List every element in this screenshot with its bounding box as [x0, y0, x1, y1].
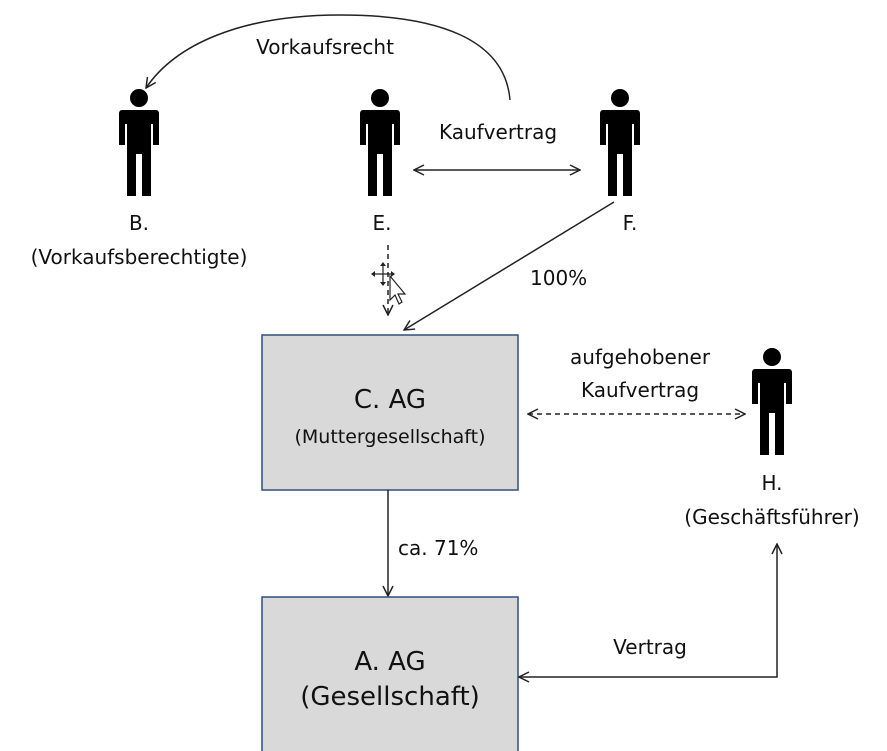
person-h-name: H.: [761, 471, 782, 495]
move-cursor-icon: [371, 262, 407, 305]
c-ag-box: [261, 334, 519, 491]
share-c-to-a-label: ca. 71%: [398, 536, 478, 560]
vertrag-arrow: [519, 544, 777, 677]
person-h-icon: [752, 348, 792, 455]
person-f-icon: [600, 89, 640, 196]
a-ag-role: (Gesellschaft): [300, 682, 480, 712]
kaufvertrag-label: Kaufvertrag: [439, 120, 557, 144]
vertrag-label: Vertrag: [613, 635, 687, 659]
person-f-name: F.: [623, 211, 638, 235]
a-ag-name: A. AG: [354, 647, 425, 677]
person-b-role: (Vorkaufsberechtigte): [31, 245, 248, 269]
c-ag-role: (Muttergesellschaft): [294, 426, 485, 448]
aufgehobener-label-line2: Kaufvertrag: [581, 378, 699, 402]
vorkaufsrecht-label: Vorkaufsrecht: [256, 35, 394, 59]
aufgehobener-label-line1: aufgehobener: [570, 345, 711, 369]
person-e-name: E.: [373, 211, 392, 235]
person-b-name: B.: [129, 211, 149, 235]
vorkaufsrecht-arrow: [146, 14, 511, 101]
person-b-icon: [119, 89, 159, 196]
a-ag-box: [261, 596, 519, 751]
person-h-role: (Geschäftsführer): [684, 505, 859, 529]
person-e-icon: [360, 89, 400, 196]
c-ag-name: C. AG: [354, 385, 426, 415]
share-f-to-c-arrow: [404, 201, 615, 330]
share-f-to-c-label: 100%: [530, 266, 587, 290]
